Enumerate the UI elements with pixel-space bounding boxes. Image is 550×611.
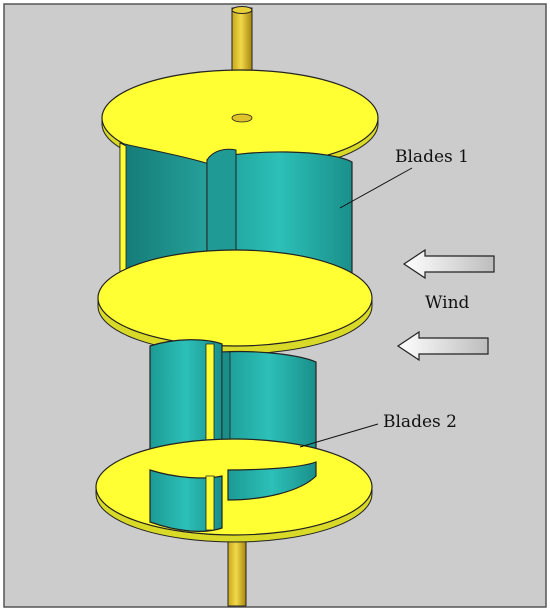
middle-plate bbox=[97, 249, 373, 355]
wind-arrow-upper bbox=[402, 248, 495, 280]
blades-2-leader bbox=[299, 423, 379, 448]
blades-1-label: Blades 1 bbox=[395, 147, 469, 167]
shaft-top-cap bbox=[231, 6, 253, 14]
wind-arrow-lower bbox=[396, 330, 489, 362]
blades-1-leader bbox=[339, 167, 413, 209]
wind-label: Wind bbox=[425, 293, 470, 313]
blades-2-label: Blades 2 bbox=[383, 412, 457, 432]
bottom-plate bbox=[95, 438, 373, 543]
